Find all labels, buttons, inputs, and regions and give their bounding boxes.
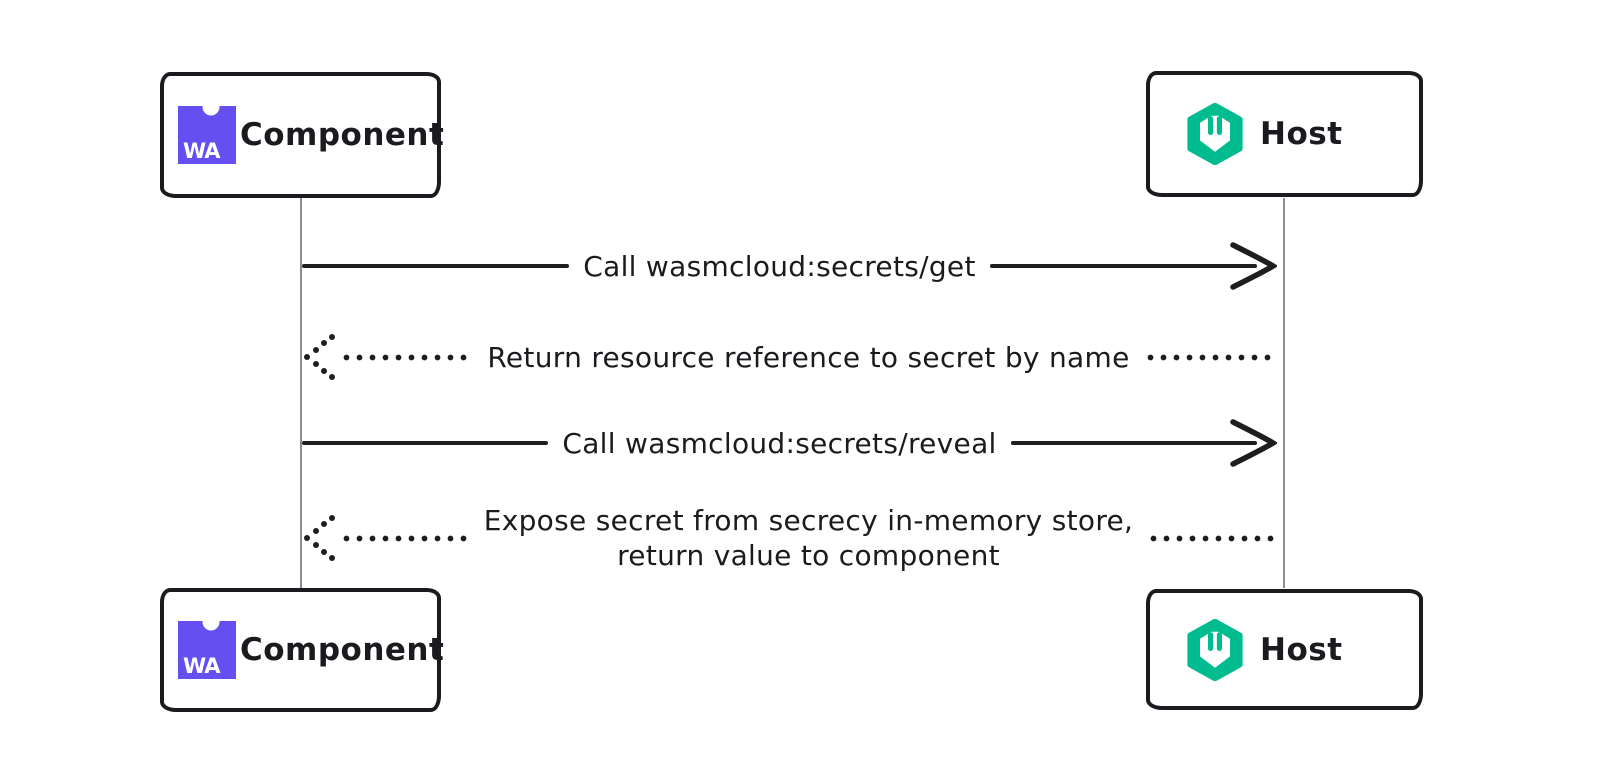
message-call-secrets-get: Call wasmcloud:secrets/get (302, 238, 1277, 294)
wa-icon-text: WA (183, 139, 221, 163)
actor-label: Host (1260, 116, 1343, 152)
message-label: Expose secret from secrecy in-memory sto… (470, 503, 1148, 573)
message-expose-secret: Expose secret from secrecy in-memory sto… (302, 498, 1277, 578)
message-dotted-line (1147, 534, 1277, 542)
message-line (989, 263, 1257, 269)
message-label-line2: return value to component (617, 539, 1000, 572)
host-lifeline (1283, 198, 1285, 588)
message-label-line1: Expose secret from secrecy in-memory sto… (483, 504, 1134, 537)
actor-host-top: Host (1146, 71, 1423, 197)
arrowhead-right-icon (1230, 242, 1277, 290)
message-line (1010, 440, 1257, 446)
arrowhead-right-icon (1230, 419, 1277, 467)
actor-host-bottom: Host (1146, 589, 1423, 710)
wasmcloud-icon (1186, 618, 1244, 681)
actor-label: Host (1260, 631, 1343, 668)
actor-component-bottom: WA Component (160, 588, 445, 712)
message-dotted-line (1143, 353, 1278, 361)
actor-label: Component (240, 632, 445, 668)
arrowhead-left-dotted-icon (304, 334, 335, 380)
wa-icon-text: WA (183, 654, 221, 678)
wasmcloud-icon (1186, 103, 1244, 165)
arrowhead-left-dotted-icon (304, 515, 335, 561)
message-line (302, 440, 549, 446)
message-label: Call wasmcloud:secrets/reveal (562, 426, 997, 460)
message-dotted-line (340, 353, 474, 361)
message-label: Call wasmcloud:secrets/get (583, 249, 976, 283)
webassembly-component-icon: WA (178, 621, 236, 679)
message-dotted-line (340, 534, 470, 542)
webassembly-component-icon: WA (178, 106, 236, 164)
message-return-reference: Return resource reference to secret by n… (302, 329, 1278, 385)
actor-component-top: WA Component (160, 72, 445, 198)
message-label: Return resource reference to secret by n… (487, 340, 1130, 374)
component-lifeline (300, 198, 302, 588)
message-line (302, 263, 570, 269)
actor-label: Component (240, 117, 445, 153)
message-call-secrets-reveal: Call wasmcloud:secrets/reveal (302, 415, 1277, 471)
